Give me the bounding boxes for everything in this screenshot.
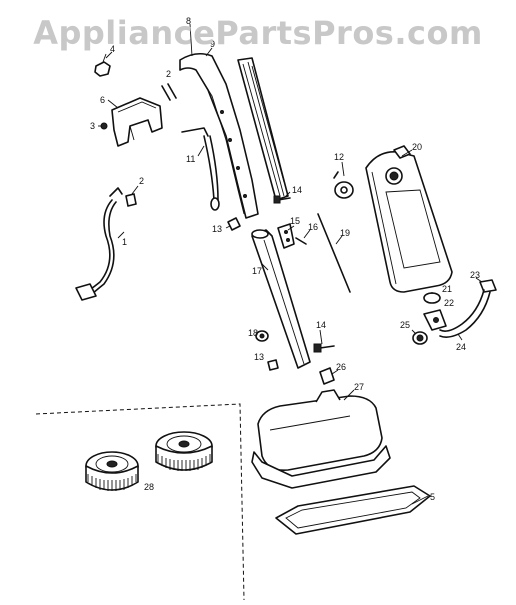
part-21-nut [423,292,441,304]
part-13-peg-top [227,217,241,231]
callout-21: 21 [442,284,452,294]
watermark-logo: AppliancePartsPros.com [33,14,483,52]
callout-20: 20 [412,142,422,152]
callout-14-upper: 14 [292,185,302,195]
part-9-upper-handle [179,52,259,219]
part-20-tank-housing [365,145,453,293]
part-11-lever [181,127,220,211]
part-22-valve [423,309,447,331]
callout-25: 25 [400,320,410,330]
part-callouts: 1 2 2 3 4 5 6 8 9 11 12 13 13 14 14 15 1… [90,16,480,502]
callout-24: 24 [456,342,466,352]
callout-12: 12 [334,152,344,162]
callout-9: 9 [210,39,215,49]
callout-27: 27 [354,382,364,392]
callout-2-upper: 2 [166,69,171,79]
part-19-rod [317,213,351,293]
callout-18: 18 [248,328,258,338]
part-14-bolt-lower [313,343,335,353]
part-16-fastener [295,237,307,245]
part-4-clip [94,53,111,77]
part-25-knob [412,331,428,345]
part-26-latch [319,367,335,385]
callout-8: 8 [186,16,191,26]
brushes-group-boundary [35,403,245,601]
callout-5: 5 [430,492,435,502]
callout-22: 22 [444,298,454,308]
callout-3: 3 [90,121,95,131]
callout-13-upper: 13 [212,224,222,234]
callout-4: 4 [110,44,115,54]
callout-26: 26 [336,362,346,372]
part-5-tray [275,485,431,535]
callout-28: 28 [144,482,154,492]
callout-6: 6 [100,95,105,105]
callout-16: 16 [308,222,318,232]
part-17-lower-handle [251,229,311,369]
callout-2-lower: 2 [139,176,144,186]
callout-17: 17 [252,266,262,276]
part-15-clip [277,223,295,249]
part-18-nut [255,330,269,342]
callout-15: 15 [290,216,300,226]
callout-13-lower: 13 [254,352,264,362]
callout-14-lower: 14 [316,320,326,330]
part-6-bracket [111,97,163,147]
callout-23: 23 [470,270,480,280]
part-23-elbow [479,279,497,293]
part-2-screws-top [161,83,177,101]
part-24-hose [439,289,491,338]
part-27-base-housing [251,389,391,489]
part-28-brushes [85,431,213,491]
part-14-bolt-top [273,195,291,204]
callout-11: 11 [186,154,195,164]
leader-lines [98,23,483,505]
callout-1: 1 [122,237,127,247]
part-13-peg-lower [267,359,279,371]
part-10-channel-strip [237,57,289,201]
part-2-plug [125,193,137,207]
part-1-power-cord [75,187,123,301]
callout-19: 19 [340,228,350,238]
part-12-ring-terminal [333,171,354,199]
